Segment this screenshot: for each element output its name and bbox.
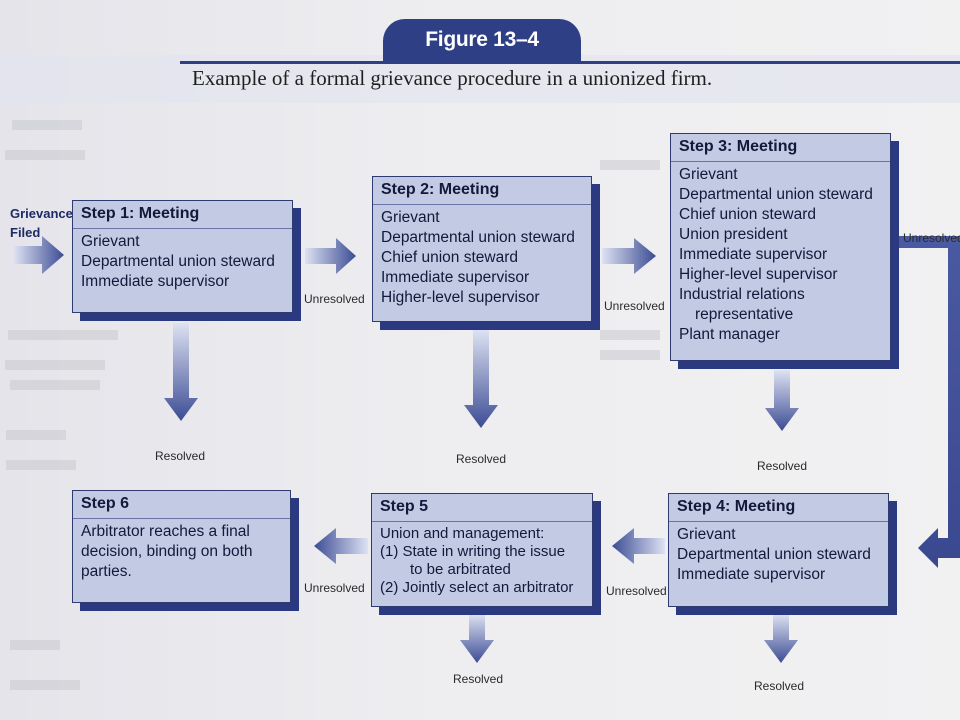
arrow-step4-resolved: [764, 614, 798, 663]
step6-box: Step 6 Arbitrator reaches a final decisi…: [72, 490, 291, 603]
step4-title: Step 4: Meeting: [669, 494, 888, 522]
step6-line: Arbitrator reaches a final: [81, 523, 250, 540]
resolved-label-step4: Resolved: [754, 679, 805, 693]
unresolved-label-step4: Unresolved: [606, 584, 667, 598]
step4-box: Step 4: Meeting Grievant Departmental un…: [668, 493, 889, 607]
step2-line: Higher-level supervisor: [381, 289, 540, 306]
step5-line: (2) Jointly select an arbitrator: [380, 579, 574, 596]
step6-line: parties.: [81, 563, 132, 580]
step6-title: Step 6: [73, 491, 290, 519]
step3-line: Immediate supervisor: [679, 246, 828, 263]
step3-line: Union president: [679, 226, 788, 243]
step3-line: Plant manager: [679, 326, 780, 343]
arrow-step2-to-step3: [602, 238, 656, 274]
arrow-step3-resolved: [765, 370, 799, 431]
arrow-step2-resolved: [464, 330, 498, 428]
step4-line: Immediate supervisor: [677, 566, 826, 583]
step4-line: Grievant: [677, 526, 736, 543]
header-rule: [180, 61, 960, 64]
arrow-step5-to-step6: [314, 528, 368, 564]
unresolved-label-step1: Unresolved: [304, 292, 365, 306]
step2-line: Departmental union steward: [381, 229, 575, 246]
resolved-label-step5: Resolved: [453, 672, 504, 686]
step2-line: Chief union steward: [381, 249, 518, 266]
step2-box: Step 2: Meeting Grievant Departmental un…: [372, 176, 592, 322]
step5-line: Union and management:: [380, 525, 545, 542]
unresolved-label-step2: Unresolved: [604, 299, 665, 313]
unresolved-label-step5: Unresolved: [304, 581, 365, 595]
figure-badge: Figure 13–4: [383, 19, 581, 61]
step5-line: (1) State in writing the issue: [380, 543, 566, 560]
resolved-label-step3: Resolved: [757, 459, 808, 473]
arrow-step3-to-step4-bend: [897, 236, 960, 568]
step4-line: Departmental union steward: [677, 546, 871, 563]
arrow-step1-to-step2: [305, 238, 356, 274]
step3-line: Chief union steward: [679, 206, 816, 223]
step3-line: representative: [695, 306, 794, 323]
step1-line: Departmental union steward: [81, 253, 275, 270]
step2-line: Immediate supervisor: [381, 269, 530, 286]
step5-box: Step 5 Union and management: (1) State i…: [371, 493, 593, 607]
step3-line: Higher-level supervisor: [679, 266, 838, 283]
unresolved-label-step3: Unresolved: [903, 231, 960, 245]
step3-box: Step 3: Meeting Grievant Departmental un…: [670, 133, 891, 361]
step3-title: Step 3: Meeting: [671, 134, 890, 162]
arrow-step4-to-step5: [612, 528, 665, 564]
arrow-step5-resolved: [460, 614, 494, 663]
resolved-label-step2: Resolved: [456, 452, 507, 466]
step5-title: Step 5: [372, 494, 592, 522]
step1-title: Step 1: Meeting: [73, 201, 292, 229]
arrow-step1-resolved: [164, 323, 198, 421]
step1-line: Grievant: [81, 233, 140, 250]
figure-caption: Example of a formal grievance procedure …: [192, 66, 713, 90]
arrow-grievance-filed: [14, 236, 64, 274]
resolved-label-step1: Resolved: [155, 449, 206, 463]
step5-line: to be arbitrated: [410, 561, 511, 578]
step3-line: Grievant: [679, 166, 738, 183]
step2-title: Step 2: Meeting: [373, 177, 591, 205]
step3-line: Departmental union steward: [679, 186, 873, 203]
step1-box: Step 1: Meeting Grievant Departmental un…: [72, 200, 293, 313]
step2-line: Grievant: [381, 209, 440, 226]
step1-line: Immediate supervisor: [81, 273, 230, 290]
grievance-filed-label: Grievance Filed: [10, 206, 73, 240]
step3-line: Industrial relations: [679, 286, 805, 303]
step6-line: decision, binding on both: [81, 543, 253, 560]
